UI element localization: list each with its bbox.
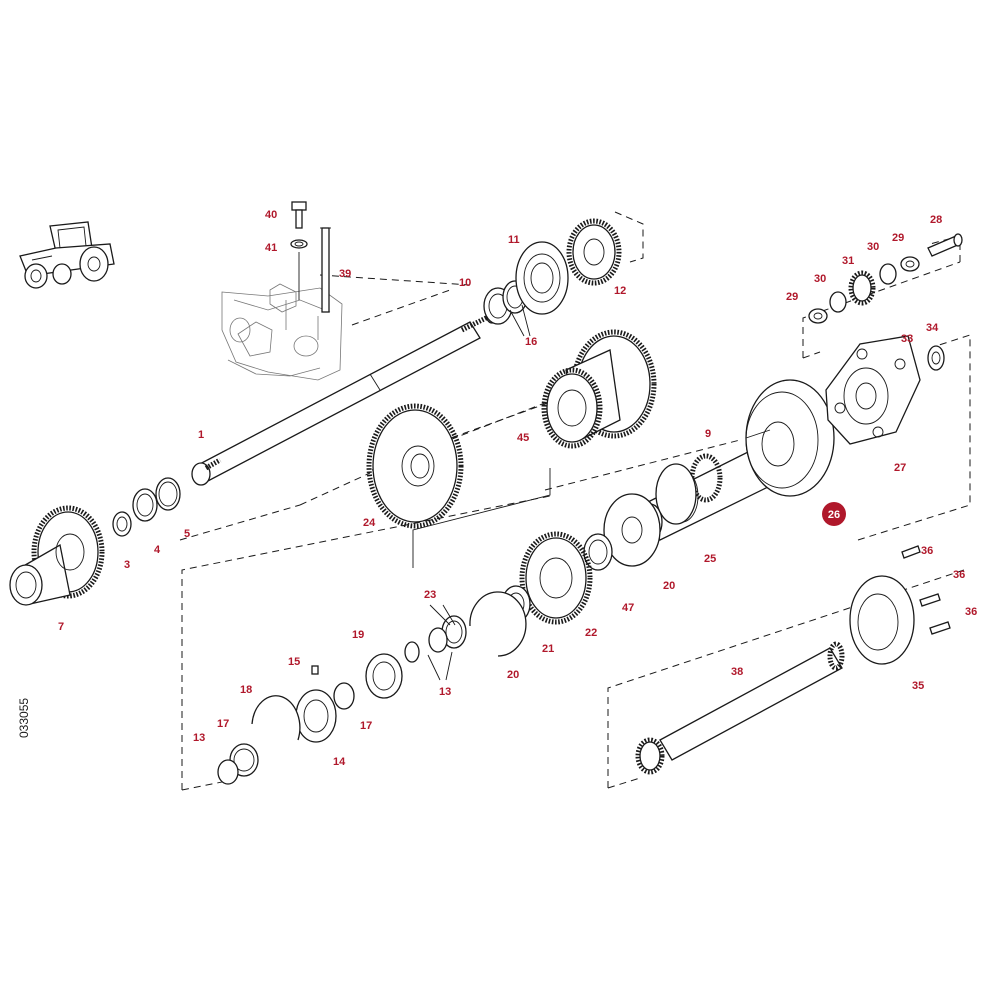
callout-4: 4: [154, 544, 161, 556]
callout-5: 5: [184, 528, 190, 540]
callout-11: 11: [508, 234, 520, 246]
gear-21-group: [365, 531, 593, 699]
main-shaft: [191, 304, 499, 486]
callout-35: 35: [912, 680, 924, 692]
callout-40: 40: [265, 209, 277, 221]
shaft-9-group: [583, 449, 771, 571]
callout-33: 33: [901, 333, 913, 345]
housing-sketch: [221, 283, 343, 381]
callout-19: 19: [352, 629, 364, 641]
callout-20a: 20: [507, 669, 519, 681]
callout-10: 10: [459, 277, 471, 289]
callout-13b: 13: [439, 686, 451, 698]
callout-22: 22: [585, 627, 597, 639]
callout-36b: 36: [953, 569, 965, 581]
callout-38: 38: [731, 666, 743, 678]
callout-26-highlight: [822, 502, 846, 526]
carrier-27: [825, 335, 945, 445]
callout-27: 27: [894, 462, 906, 474]
callout-17b: 17: [360, 720, 372, 732]
callout-18: 18: [240, 684, 252, 696]
callout-25: 25: [704, 553, 716, 565]
callout-36a: 36: [921, 545, 933, 557]
callout-34: 34: [926, 322, 939, 334]
callout-16: 16: [525, 336, 537, 348]
callout-21: 21: [542, 643, 554, 655]
callout-14: 14: [333, 756, 346, 768]
callout-20b: 20: [663, 580, 675, 592]
gear-24: [366, 403, 464, 529]
callout-23: 23: [424, 589, 436, 601]
callout-17a: 17: [217, 718, 229, 730]
callout-24: 24: [363, 517, 376, 529]
callout-39: 39: [339, 268, 351, 280]
callout-15: 15: [288, 656, 300, 668]
drum-26: [745, 379, 835, 497]
callout-3: 3: [124, 559, 130, 571]
callout-28: 28: [930, 214, 942, 226]
gear-cluster-45: [541, 329, 657, 449]
gear-7: [9, 505, 105, 606]
callout-30a: 30: [814, 273, 826, 285]
callout-29b: 29: [892, 232, 904, 244]
callout-7: 7: [58, 621, 64, 633]
callout-29a: 29: [786, 291, 798, 303]
callout-31: 31: [842, 255, 854, 267]
seal-group: [217, 665, 355, 785]
callout-1: 1: [198, 429, 204, 441]
callout-45: 45: [517, 432, 529, 444]
planet-gear-group: [808, 233, 963, 324]
callout-41: 41: [265, 242, 277, 254]
callout-13a: 13: [193, 732, 205, 744]
diagram-reference-code: 033055: [17, 698, 31, 738]
bearing-11-group: [483, 218, 622, 325]
rings-3-4-5: [112, 477, 181, 537]
leader-lines: [412, 304, 551, 681]
callout-30b: 30: [867, 241, 879, 253]
bolt-assembly: [290, 201, 331, 313]
callout-12: 12: [614, 285, 626, 297]
callout-26: 26: [828, 509, 840, 521]
callout-36c: 36: [965, 606, 977, 618]
tractor-icon: [19, 221, 115, 289]
callout-9: 9: [705, 428, 711, 440]
shaft-38-group: [635, 545, 951, 775]
callouts: 1 3 4 5 7 9 10 11 12 13 13 14 15 16 17 1…: [58, 209, 977, 768]
callout-47: 47: [622, 602, 634, 614]
